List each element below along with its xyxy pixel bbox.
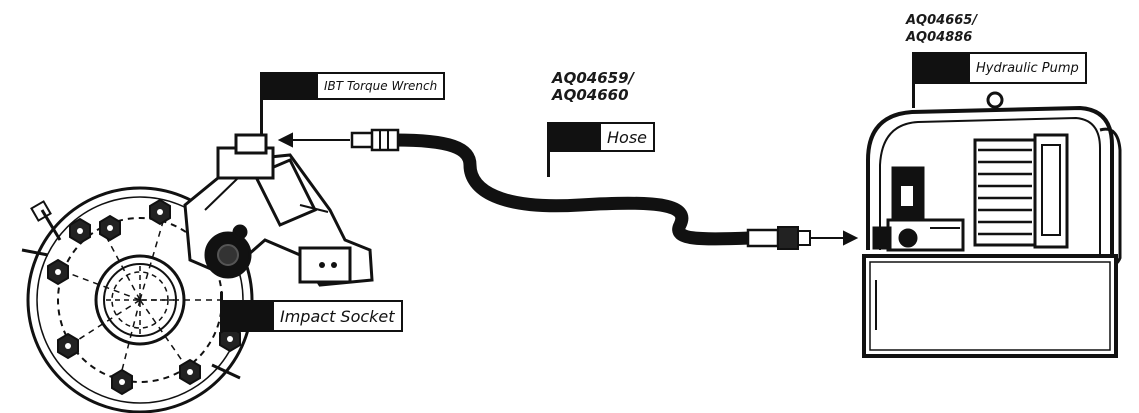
socket-label: Impact Socket (280, 306, 395, 326)
hose-code-line-2: AQ04660 (552, 86, 629, 104)
flow-arrows (277, 132, 859, 246)
wrench-callout-stem (260, 72, 263, 134)
pump-code-line-1: AQ04665/ (906, 13, 978, 28)
socket-label-tag: Impact Socket (220, 300, 403, 332)
hose-label-tag: Hose (547, 122, 655, 152)
hose-part-code: AQ04659/ AQ04660 (552, 70, 634, 104)
pump-label: Hydraulic Pump (976, 60, 1079, 76)
hydraulic-pump-illustration (862, 91, 1122, 358)
hose-label: Hose (607, 127, 647, 147)
wrench-label-tag: IBT Torque Wrench (260, 72, 446, 100)
pump-code-line-2: AQ04886 (906, 30, 973, 45)
hose-code-line-1: AQ04659/ (552, 69, 635, 87)
wrench-label: IBT Torque Wrench (324, 79, 438, 93)
hose-illustration (350, 128, 811, 250)
pump-part-code: AQ04665/ AQ04886 (906, 12, 977, 46)
pump-label-tag: Hydraulic Pump (912, 52, 1087, 84)
torque-wrench-illustration (183, 133, 374, 287)
flange-illustration (21, 186, 254, 413)
